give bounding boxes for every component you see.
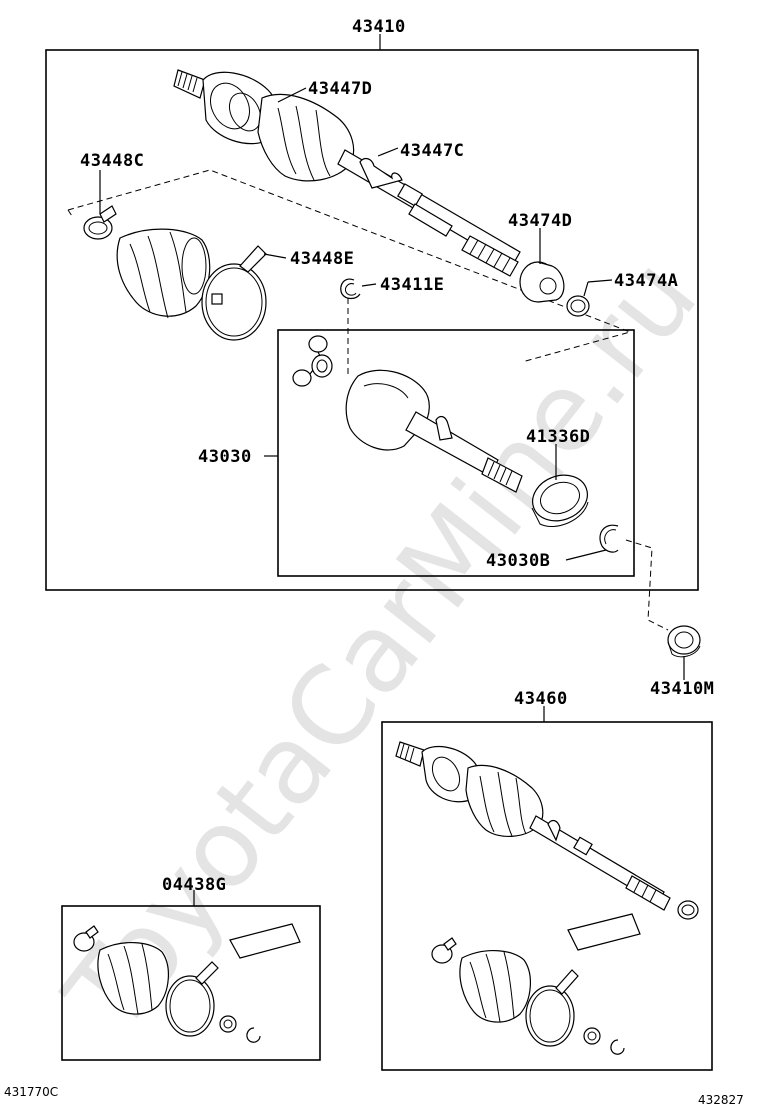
bearing-43410M[interactable] (667, 625, 701, 658)
label-43447D[interactable]: 43447D (308, 79, 372, 99)
label-43410[interactable]: 43410 (352, 17, 406, 37)
assembly-box-43460 (381, 721, 713, 1071)
drive-shaft-43460[interactable] (395, 741, 671, 911)
label-43447C[interactable]: 43447C (400, 141, 464, 161)
label-43474D[interactable]: 43474D (508, 211, 572, 231)
snap-rings-43460[interactable] (583, 1027, 625, 1055)
snap-ring-43030B[interactable] (599, 524, 619, 553)
inner-joint-box-43030 (277, 329, 635, 577)
label-43460[interactable]: 43460 (514, 689, 568, 709)
boot-kit-box-04438G (61, 905, 321, 1061)
inner-boot-43460[interactable] (459, 950, 531, 1023)
drive-shaft-outer-joint[interactable] (173, 69, 521, 277)
boot-clamp-small-04438G[interactable] (73, 925, 99, 952)
diagram-code-right: 432827 (698, 1093, 744, 1107)
label-43448C[interactable]: 43448C (80, 151, 144, 171)
boot-clamp-large-43460[interactable] (525, 969, 579, 1047)
diagram-code-left: 431770C (4, 1085, 58, 1099)
boot-clamp-small-43460[interactable] (431, 937, 457, 964)
boot-clamp-small[interactable] (83, 205, 117, 240)
inner-joint-housing[interactable] (345, 369, 523, 493)
label-43474A[interactable]: 43474A (614, 271, 678, 291)
snap-rings-04438G[interactable] (219, 1015, 261, 1043)
boot-clamp-large-04438G[interactable] (165, 961, 219, 1037)
assembly-box-43410 (45, 49, 699, 591)
label-43448E[interactable]: 43448E (290, 249, 354, 269)
label-43030[interactable]: 43030 (198, 447, 252, 467)
snap-ring-43411E[interactable] (340, 278, 361, 300)
ring-43474A[interactable] (566, 295, 590, 317)
grease-pack-43460[interactable] (567, 913, 641, 951)
label-41336D[interactable]: 41336D (526, 427, 590, 447)
inner-boot-04438G[interactable] (97, 942, 169, 1015)
boot-clamp-large[interactable] (201, 245, 267, 341)
oil-seal-41336D[interactable] (526, 468, 594, 528)
inner-boot[interactable] (116, 228, 211, 319)
label-04438G[interactable]: 04438G (162, 875, 226, 895)
tripod-joint[interactable] (292, 335, 333, 387)
grease-pack-04438G[interactable] (229, 923, 301, 959)
label-43411E[interactable]: 43411E (380, 275, 444, 295)
label-43030B[interactable]: 43030B (486, 551, 550, 571)
label-43410M[interactable]: 43410M (650, 679, 714, 699)
ring-43460[interactable] (677, 900, 699, 920)
damper-43474D[interactable] (519, 261, 565, 303)
